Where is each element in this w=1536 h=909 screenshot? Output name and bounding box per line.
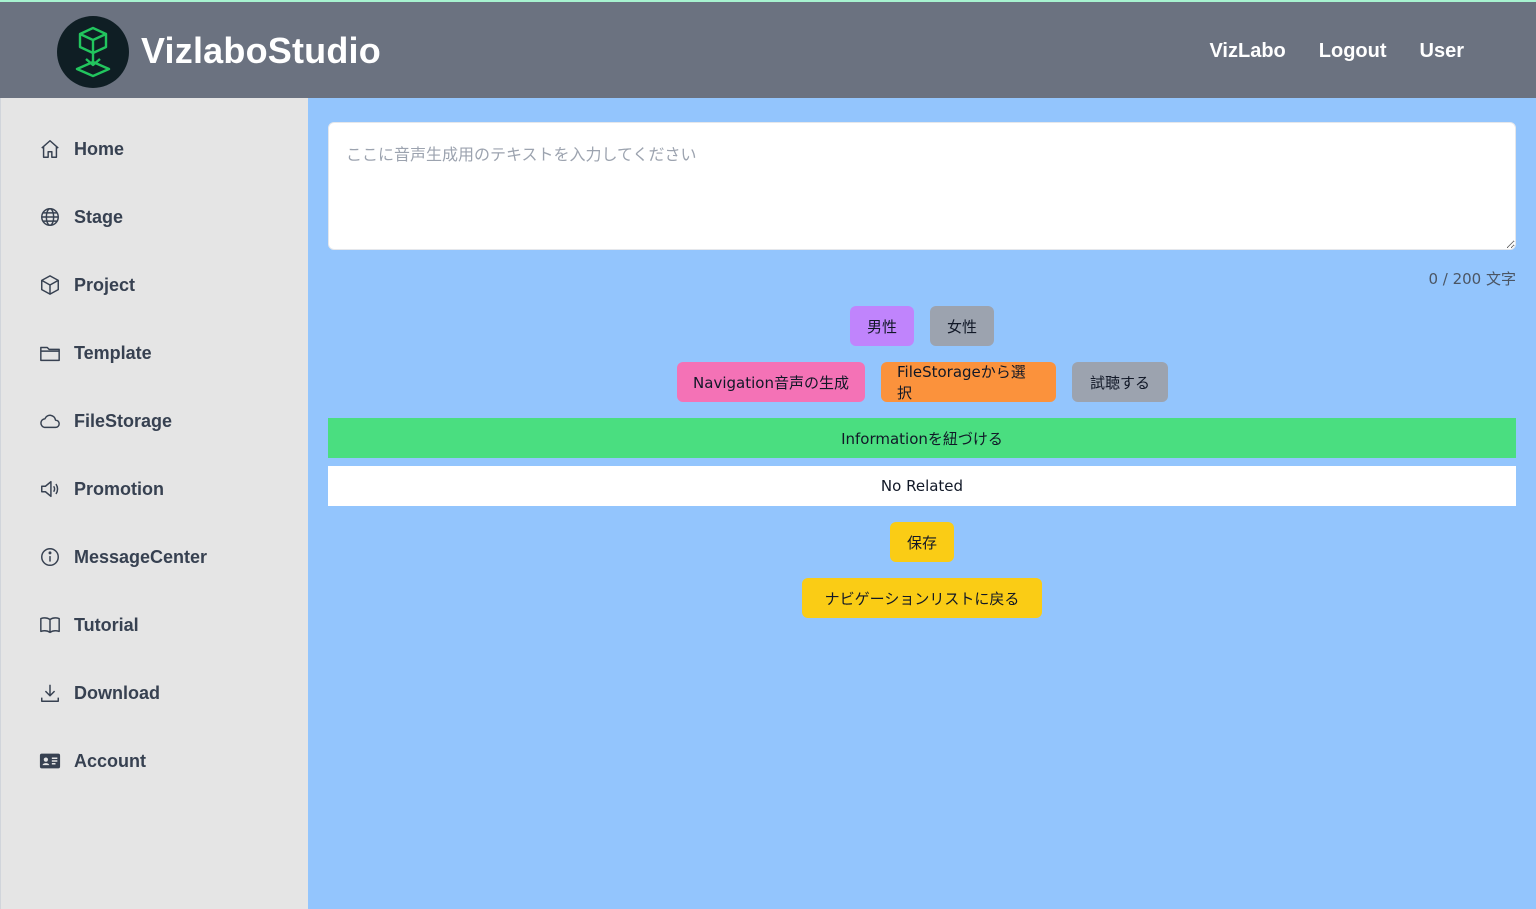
id-card-icon (39, 750, 61, 772)
link-information-button[interactable]: Informationを紐づける (328, 418, 1516, 458)
cube-icon (39, 274, 61, 296)
sidebar-item-label: FileStorage (74, 410, 173, 431)
generate-audio-button[interactable]: Navigation音声の生成 (677, 362, 865, 402)
sidebar-item-label: Promotion (74, 478, 164, 499)
sidebar-item-project[interactable]: Project (39, 270, 135, 300)
character-counter: 0 / 200 文字 (1428, 270, 1516, 288)
sidebar-item-label: Account (74, 750, 146, 771)
preview-audio-button[interactable]: 試聴する (1072, 362, 1168, 402)
select-from-filestorage-button[interactable]: FileStorageから選択 (881, 362, 1056, 402)
main-content: 0 / 200 文字 男性 女性 Navigation音声の生成 FileSto… (308, 98, 1536, 909)
app-header: VizlaboStudio VizLabo Logout User (0, 0, 1536, 98)
download-icon (39, 682, 61, 704)
logo[interactable] (57, 16, 129, 88)
sidebar-item-tutorial[interactable]: Tutorial (39, 610, 139, 640)
book-icon (39, 614, 61, 636)
sidebar-item-messagecenter[interactable]: MessageCenter (39, 542, 207, 572)
sidebar-item-stage[interactable]: Stage (39, 202, 123, 232)
globe-icon (39, 206, 61, 228)
cloud-icon (39, 410, 61, 432)
logo-icon (75, 26, 111, 78)
sidebar-item-label: MessageCenter (74, 546, 208, 567)
sidebar-item-download[interactable]: Download (39, 678, 160, 708)
sidebar-item-label: Stage (74, 206, 124, 227)
sidebar-item-template[interactable]: Template (39, 338, 152, 368)
save-button[interactable]: 保存 (890, 522, 954, 562)
folder-icon (39, 342, 61, 364)
female-voice-button[interactable]: 女性 (930, 306, 994, 346)
back-to-navigation-list-button[interactable]: ナビゲーションリストに戻る (802, 578, 1042, 618)
nav-vizlabo[interactable]: VizLabo (1209, 40, 1286, 62)
info-icon (39, 546, 61, 568)
top-nav: VizLabo Logout User (1209, 40, 1464, 63)
sidebar-item-label: Home (74, 138, 125, 159)
nav-user[interactable]: User (1419, 40, 1464, 62)
brand-title: VizlaboStudio (141, 30, 381, 71)
sidebar-item-label: Download (74, 682, 160, 703)
sidebar-item-label: Template (74, 342, 152, 363)
sidebar: Home Stage Project Template FileStorage … (0, 98, 308, 909)
nav-logout[interactable]: Logout (1318, 40, 1387, 62)
speech-text-input[interactable] (328, 122, 1516, 250)
speaker-icon (39, 478, 61, 500)
home-icon (39, 138, 61, 160)
sidebar-item-home[interactable]: Home (39, 134, 124, 164)
sidebar-item-filestorage[interactable]: FileStorage (39, 406, 172, 436)
related-status: No Related (328, 466, 1516, 506)
sidebar-item-promotion[interactable]: Promotion (39, 474, 164, 504)
sidebar-item-account[interactable]: Account (39, 746, 146, 776)
male-voice-button[interactable]: 男性 (850, 306, 914, 346)
sidebar-item-label: Project (74, 274, 136, 295)
sidebar-item-label: Tutorial (74, 614, 139, 635)
